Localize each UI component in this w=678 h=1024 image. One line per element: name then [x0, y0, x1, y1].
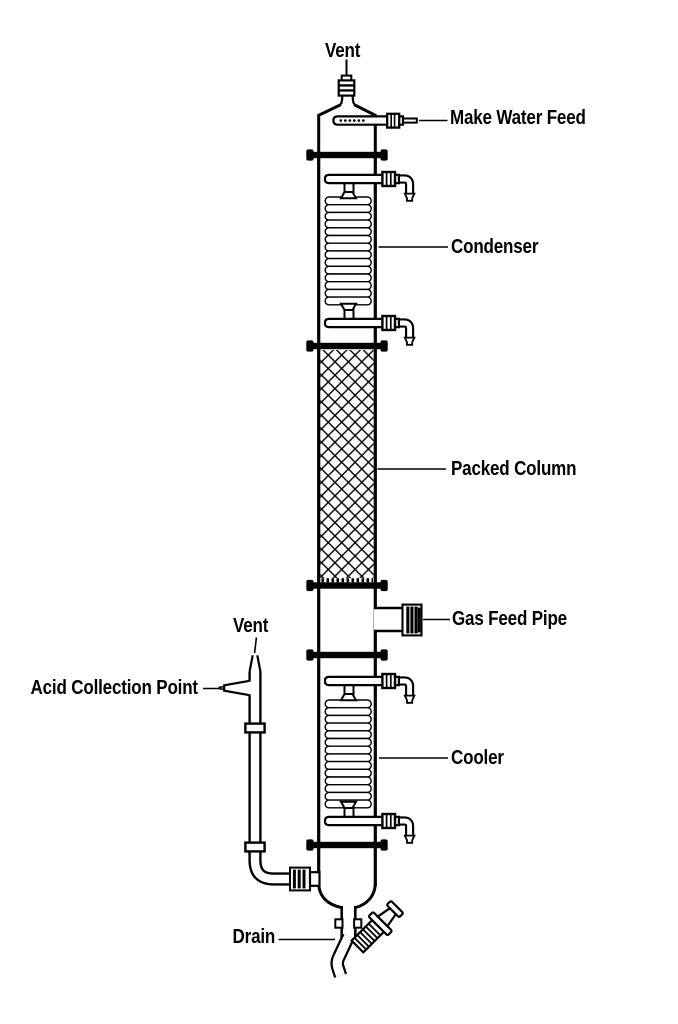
leader-lines — [203, 119, 450, 941]
label-cooler: Cooler — [451, 747, 504, 769]
flanges — [306, 149, 388, 851]
column-walls — [317, 156, 377, 886]
drain-valve — [330, 900, 404, 978]
condenser-coil — [324, 196, 372, 306]
label-gas-feed-pipe: Gas Feed Pipe — [452, 608, 567, 630]
packing-hatch — [320, 350, 374, 578]
label-drain: Drain — [232, 926, 275, 948]
label-vent-top: Vent — [325, 40, 361, 62]
sparger-holes — [339, 119, 365, 122]
label-acid-collection-point: Acid Collection Point — [30, 677, 199, 699]
top-vessel — [317, 59, 377, 157]
make-water-feed-pipe — [332, 112, 418, 129]
sump-section — [317, 883, 377, 939]
label-make-water-feed: Make Water Feed — [450, 107, 586, 129]
cooler-coil — [324, 699, 372, 809]
label-packed-column: Packed Column — [451, 458, 577, 480]
label-condenser: Condenser — [451, 236, 539, 258]
label-vent-left: Vent — [233, 615, 269, 637]
acid-collection-nozzle — [218, 679, 250, 697]
stopcock — [350, 900, 404, 954]
acid-collection-pipe — [218, 655, 321, 892]
vent-nozzle-top — [337, 59, 356, 105]
gas-feed-port — [374, 603, 423, 637]
